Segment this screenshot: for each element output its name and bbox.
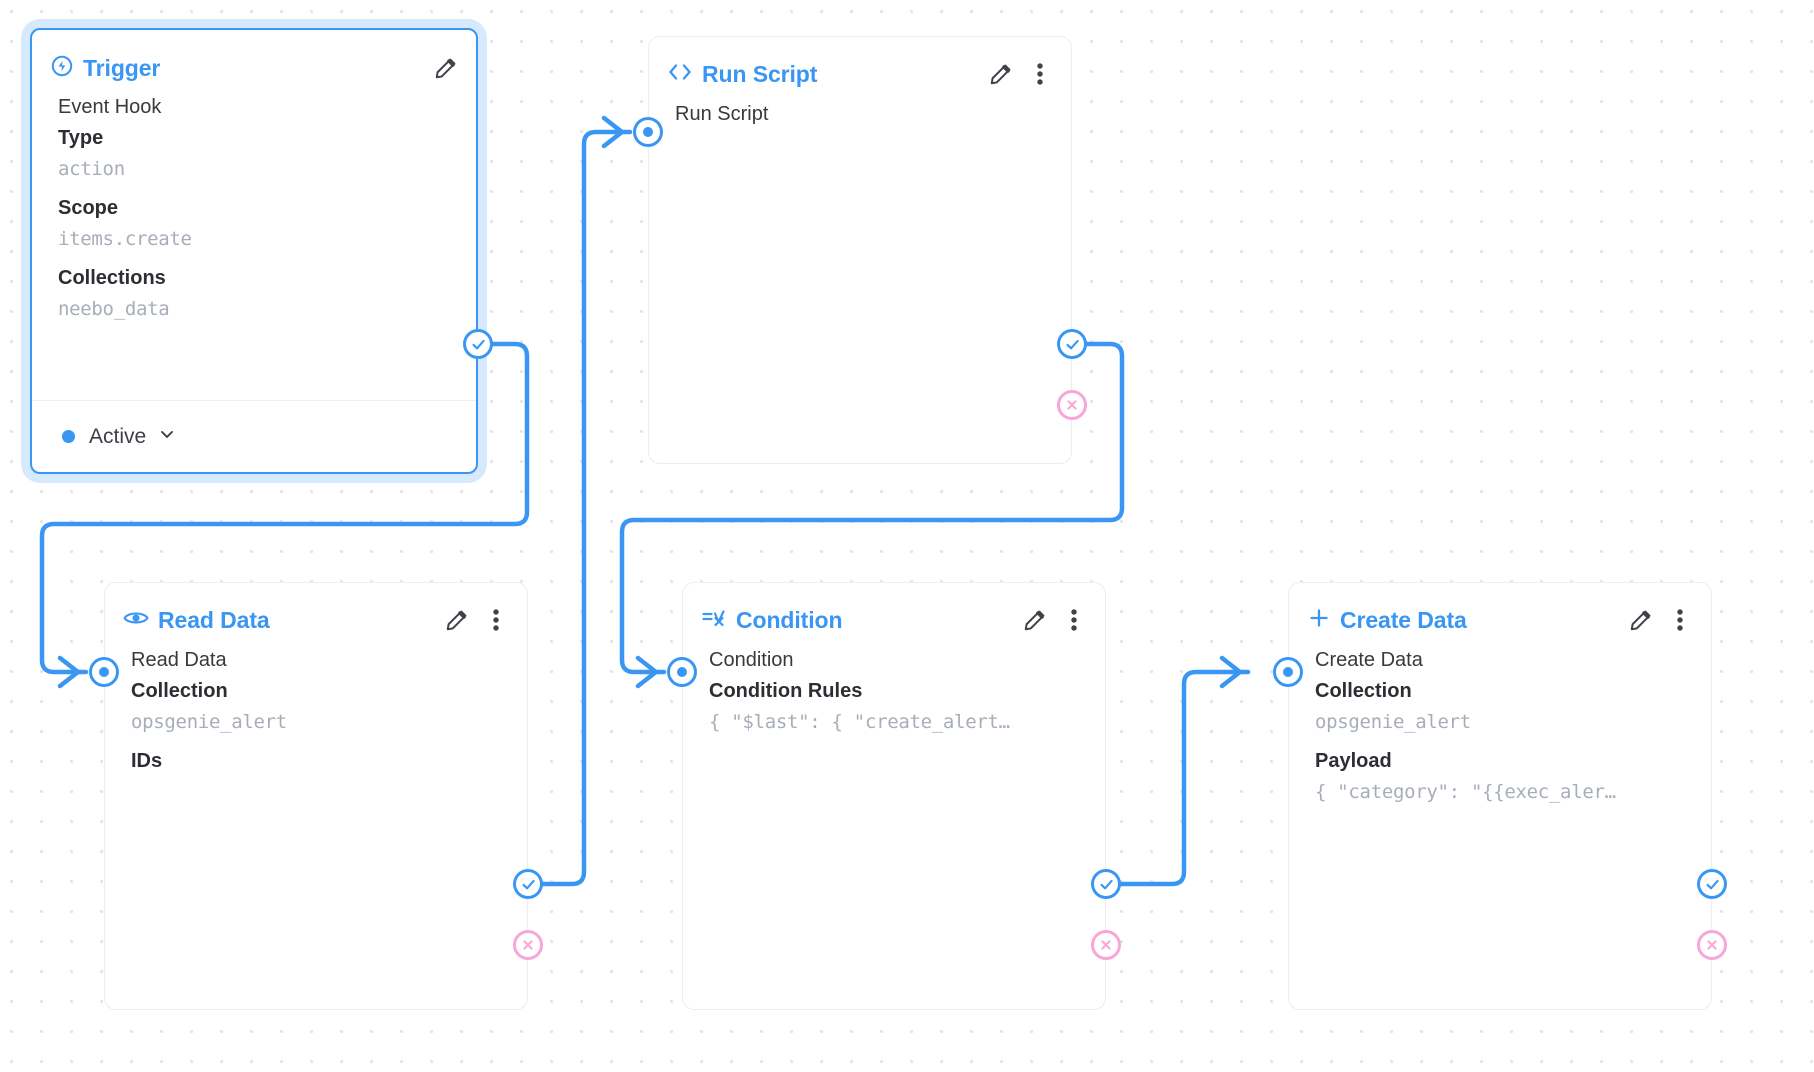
node-read-data-actions: [443, 607, 509, 633]
node-trigger-title-group: Trigger: [50, 54, 160, 82]
node-run-script-title: Run Script: [702, 60, 818, 87]
condition-rules-value: { "$last": { "create_alert…: [709, 711, 1010, 733]
node-trigger-actions: [432, 55, 458, 81]
create-data-input-port[interactable]: [1273, 657, 1303, 687]
condition-rules-label: Condition Rules: [709, 680, 863, 702]
node-create-data-body: Create Data Collection opsgenie_alert Pa…: [1289, 641, 1711, 807]
plus-icon: [1307, 606, 1331, 634]
trigger-row-type-value: action: [58, 158, 125, 180]
create-data-collection-label: Collection: [1315, 680, 1412, 702]
node-condition-actions: [1021, 607, 1087, 633]
condition-row-label: Condition: [709, 649, 794, 671]
node-read-data-title-group: Read Data: [123, 608, 270, 632]
read-data-collection-label: Collection: [131, 680, 228, 702]
read-data-resolve-port[interactable]: [513, 869, 543, 899]
more-options-icon[interactable]: [1061, 607, 1087, 633]
node-create-data-title-group: Create Data: [1307, 606, 1467, 634]
node-condition-title: Condition: [736, 606, 843, 633]
spacer: [58, 184, 458, 193]
trigger-status-bar[interactable]: Active: [32, 400, 476, 472]
trigger-row-collections-value: neebo_data: [58, 298, 170, 320]
node-condition-title-group: Condition: [701, 606, 843, 633]
node-trigger-title: Trigger: [83, 54, 161, 81]
create-data-collection-value: opsgenie_alert: [1315, 711, 1471, 733]
code-brackets-icon: [667, 61, 693, 87]
edit-pencil-icon[interactable]: [987, 61, 1013, 87]
node-condition-body: Condition Condition Rules { "$last": { "…: [683, 641, 1105, 737]
node-create-data[interactable]: Create Data Create Data Collection: [1288, 582, 1712, 1010]
more-options-icon[interactable]: [483, 607, 509, 633]
trigger-resolve-port[interactable]: [463, 329, 493, 359]
run-script-input-port[interactable]: [633, 117, 663, 147]
run-script-resolve-port[interactable]: [1057, 329, 1087, 359]
condition-input-port[interactable]: [667, 657, 697, 687]
node-trigger-header: Trigger: [32, 30, 476, 88]
node-read-data-title: Read Data: [158, 606, 270, 633]
read-data-collection-value: opsgenie_alert: [131, 711, 287, 733]
condition-resolve-port[interactable]: [1091, 869, 1121, 899]
node-create-data-actions: [1627, 607, 1693, 633]
spacer: [58, 254, 458, 263]
node-run-script-body: Run Script: [649, 95, 1071, 130]
trigger-status-label: Active: [89, 424, 147, 448]
more-options-icon[interactable]: [1667, 607, 1693, 633]
node-run-script[interactable]: Run Script Run Script: [648, 36, 1072, 464]
create-data-resolve-port[interactable]: [1697, 869, 1727, 899]
read-data-row-label: Read Data: [131, 649, 227, 671]
node-trigger-body: Event Hook Type action Scope items.creat…: [32, 88, 476, 324]
edit-pencil-icon[interactable]: [432, 55, 458, 81]
node-create-data-header: Create Data: [1289, 583, 1711, 641]
node-read-data[interactable]: Read Data Read Data Collection o: [104, 582, 528, 1010]
run-script-reject-port[interactable]: [1057, 390, 1087, 420]
trigger-row-scope-value: items.create: [58, 228, 192, 250]
read-data-input-port[interactable]: [89, 657, 119, 687]
edit-pencil-icon[interactable]: [1627, 607, 1653, 633]
eye-icon: [123, 608, 149, 632]
spacer: [1315, 737, 1693, 746]
condition-reject-port[interactable]: [1091, 930, 1121, 960]
node-trigger[interactable]: Trigger Event Hook Type action Scope ite…: [30, 28, 478, 474]
trigger-row-collections-label: Collections: [58, 267, 166, 289]
run-script-row-label: Run Script: [675, 103, 769, 125]
create-data-row-label: Create Data: [1315, 649, 1423, 671]
create-data-payload-label: Payload: [1315, 750, 1392, 772]
node-create-data-title: Create Data: [1340, 606, 1467, 633]
node-condition-header: Condition: [683, 583, 1105, 641]
trigger-row-type-label: Type: [58, 127, 104, 149]
read-data-reject-port[interactable]: [513, 930, 543, 960]
condition-filter-icon: [701, 607, 727, 633]
edit-pencil-icon[interactable]: [1021, 607, 1047, 633]
chevron-down-icon[interactable]: [157, 424, 177, 449]
node-run-script-header: Run Script: [649, 37, 1071, 95]
bolt-circle-icon: [50, 54, 74, 82]
node-condition[interactable]: Condition Condition Condition Rules: [682, 582, 1106, 1010]
more-options-icon[interactable]: [1027, 61, 1053, 87]
create-data-payload-value: { "category": "{{exec_aler…: [1315, 781, 1616, 803]
create-data-reject-port[interactable]: [1697, 930, 1727, 960]
node-read-data-header: Read Data: [105, 583, 527, 641]
read-data-ids-label: IDs: [131, 750, 163, 772]
node-read-data-body: Read Data Collection opsgenie_alert IDs: [105, 641, 527, 777]
node-run-script-actions: [987, 61, 1053, 87]
trigger-row-scope-label: Scope: [58, 197, 119, 219]
spacer: [131, 737, 509, 746]
trigger-row-event-hook: Event Hook: [58, 96, 162, 118]
status-dot-icon: [62, 430, 75, 443]
node-run-script-title-group: Run Script: [667, 61, 817, 87]
edit-pencil-icon[interactable]: [443, 607, 469, 633]
